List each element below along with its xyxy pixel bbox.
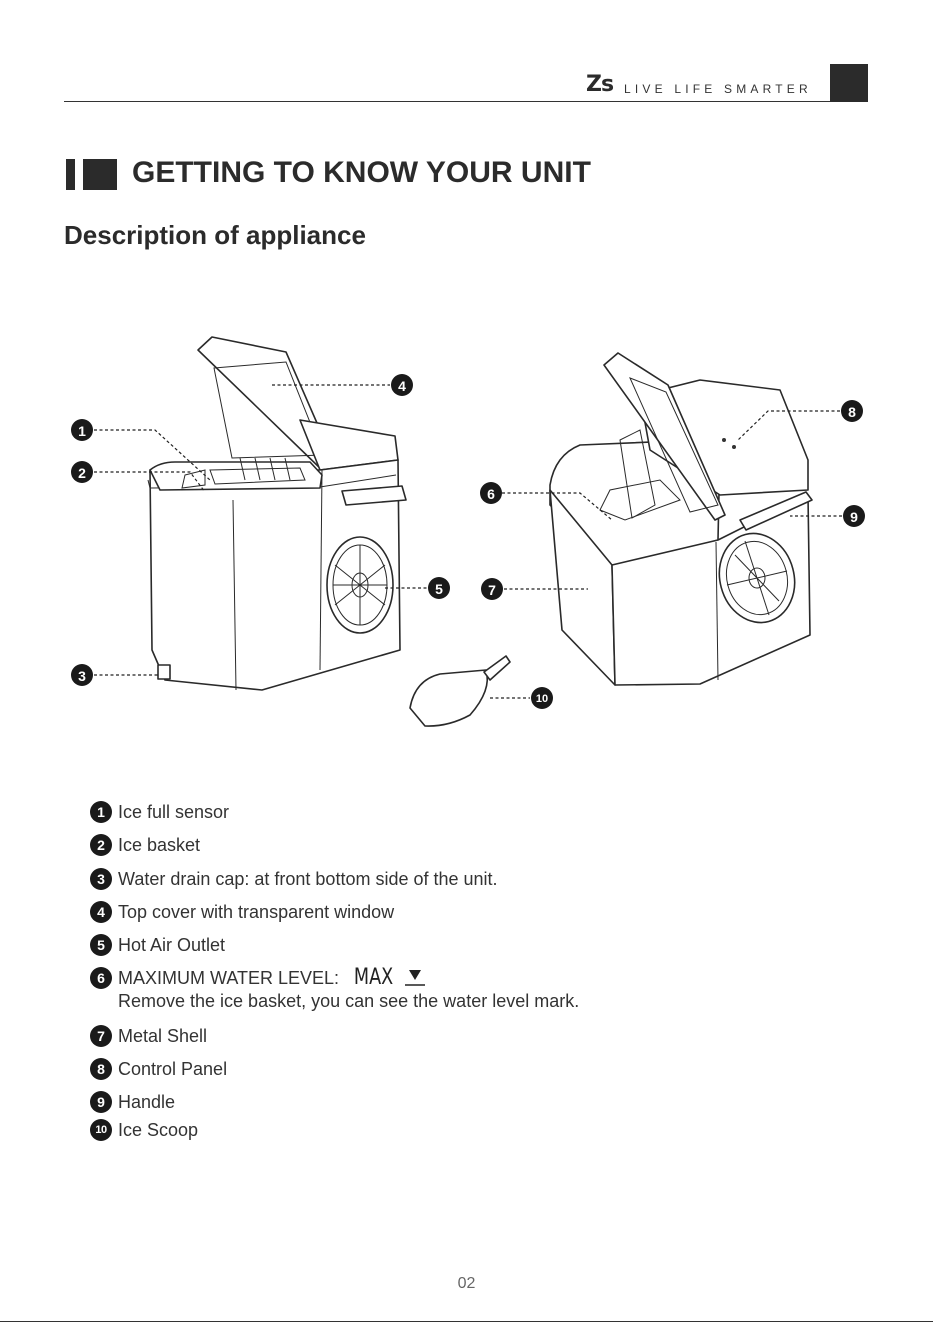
legend-label: Metal Shell	[118, 1026, 208, 1046]
max-level-triangle-icon	[405, 970, 426, 986]
diagram-callout-10: 10	[531, 687, 553, 709]
brand-tagline: LIVE LIFE SMARTER	[624, 82, 812, 96]
svg-text:6: 6	[487, 486, 495, 502]
svg-text:8: 8	[848, 404, 856, 420]
legend-number: 4	[90, 901, 112, 923]
legend-number: 2	[90, 834, 112, 856]
header-tab-block	[830, 64, 868, 102]
diagram-callout-2: 2	[71, 461, 93, 483]
diagram-callout-4: 4	[391, 374, 413, 396]
legend-item: 10 Ice Scoop	[90, 1118, 198, 1142]
left-unit-illustration	[147, 336, 407, 691]
legend-number: 9	[90, 1091, 112, 1113]
legend-item: 8 Control Panel	[90, 1057, 227, 1081]
legend-label: Ice Scoop	[118, 1120, 199, 1140]
legend-label: Handle	[118, 1092, 176, 1112]
section-title: GETTING TO KNOW YOUR UNIT	[132, 156, 591, 189]
diagram-callout-6: 6	[480, 482, 502, 504]
ice-scoop-illustration	[409, 655, 511, 727]
diagram-callout-8: 8	[841, 400, 863, 422]
legend-number: 5	[90, 934, 112, 956]
brand-logo: Zs	[586, 72, 614, 97]
legend-item: 1 Ice full sensor	[90, 800, 229, 824]
appliance-diagram: 1 2 3 4 5 6 7 8 9 10	[71, 336, 865, 727]
legend-number: 7	[90, 1025, 112, 1047]
legend-item: 3 Water drain cap: at front bottom side …	[90, 867, 498, 891]
svg-text:7: 7	[488, 582, 496, 598]
footer-rule	[0, 1321, 933, 1322]
legend-item: 2 Ice basket	[90, 833, 200, 857]
legend-item: 6 MAXIMUM WATER LEVEL: MAX	[90, 966, 426, 990]
legend-label: Hot Air Outlet	[118, 935, 226, 955]
legend-label: MAXIMUM WATER LEVEL: MAX	[118, 966, 426, 990]
legend-item: 9 Handle	[90, 1090, 175, 1114]
page-number: 02	[457, 1275, 476, 1292]
svg-text:1: 1	[78, 423, 86, 439]
legend-number: 6	[90, 967, 112, 989]
legend-item: 4 Top cover with transparent window	[90, 900, 394, 924]
svg-text:10: 10	[536, 693, 548, 705]
legend-number: 1	[90, 801, 112, 823]
legend-number: 10	[90, 1119, 112, 1141]
svg-text:5: 5	[435, 581, 443, 597]
diagram-callout-7: 7	[481, 578, 503, 600]
diagram-callout-9: 9	[843, 505, 865, 527]
header-rule	[64, 101, 830, 102]
svg-text:4: 4	[398, 378, 406, 394]
svg-text:9: 9	[850, 509, 858, 525]
diagram-callout-3: 3	[71, 664, 93, 686]
legend-number: 3	[90, 868, 112, 890]
legend-item: 7 Metal Shell	[90, 1024, 207, 1048]
legend-label: Water drain cap: at front bottom side of…	[118, 869, 498, 889]
legend-label: Ice full sensor	[118, 802, 230, 822]
svg-text:2: 2	[78, 465, 86, 481]
legend-label: Control Panel	[118, 1059, 228, 1079]
max-level-mark: MAX	[353, 965, 394, 990]
legend-label: Ice basket	[118, 835, 201, 855]
legend-label: Top cover with transparent window	[118, 902, 395, 922]
legend-number: 8	[90, 1058, 112, 1080]
legend-item: 5 Hot Air Outlet	[90, 933, 225, 957]
section-subtitle: Description of appliance	[64, 220, 366, 250]
svg-text:3: 3	[78, 668, 86, 684]
legend-note: Remove the ice basket, you can see the w…	[118, 991, 580, 1011]
diagram-callout-5: 5	[428, 577, 450, 599]
legend-label-text: MAXIMUM WATER LEVEL:	[118, 968, 340, 988]
right-unit-illustration	[549, 352, 813, 686]
diagram-callout-1: 1	[71, 419, 93, 441]
